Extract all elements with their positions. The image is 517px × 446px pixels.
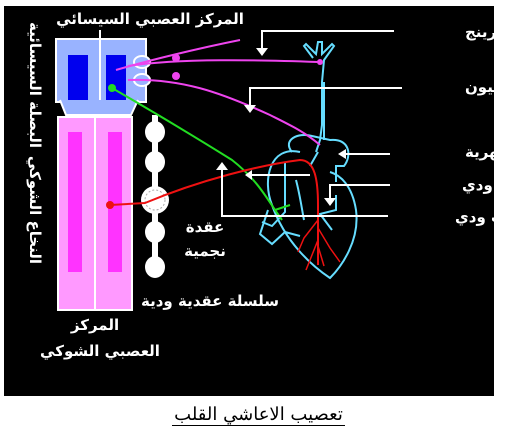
label-ganglion-line2: نجمية <box>184 242 226 260</box>
cardiac-plexus <box>297 219 341 271</box>
label-spinal-center-line2: العصبي الشوكي <box>40 342 160 360</box>
caption-text: تعصيب الاعاشي القلب <box>172 404 345 426</box>
label-medulla: البصلة السيسائية <box>26 22 44 148</box>
stellate-ganglion <box>141 186 169 214</box>
label-spinal-center-line1: المركز <box>70 316 119 334</box>
figure-caption: تعصيب الاعاشي القلب <box>0 404 517 426</box>
label-pointers <box>221 30 402 217</box>
label-cyon-nerve: عصب سيون <box>465 78 517 96</box>
label-parasympathetic-nerve: عصب قرب ودي <box>462 176 517 195</box>
label-sympathetic-chain: سلسلة عقدية ودية <box>141 292 279 310</box>
label-ganglion-line1: عقدة <box>186 218 225 236</box>
medulla-center-left <box>68 55 88 100</box>
label-medulla-center: المركز العصبي السيسائي <box>56 10 244 28</box>
spinal-center-right <box>108 132 122 272</box>
label-depressor-nerve: عصب هرينج <box>465 23 517 41</box>
label-spinal-cord: النخاع الشوكي <box>26 156 44 264</box>
label-aortic-arch: القوس الأبهرية <box>465 143 517 161</box>
label-sympathetic-nerve: عصب ودي <box>455 208 517 227</box>
heart <box>258 41 358 280</box>
arrow-heads <box>216 48 346 206</box>
spinal-center-left <box>68 132 82 272</box>
